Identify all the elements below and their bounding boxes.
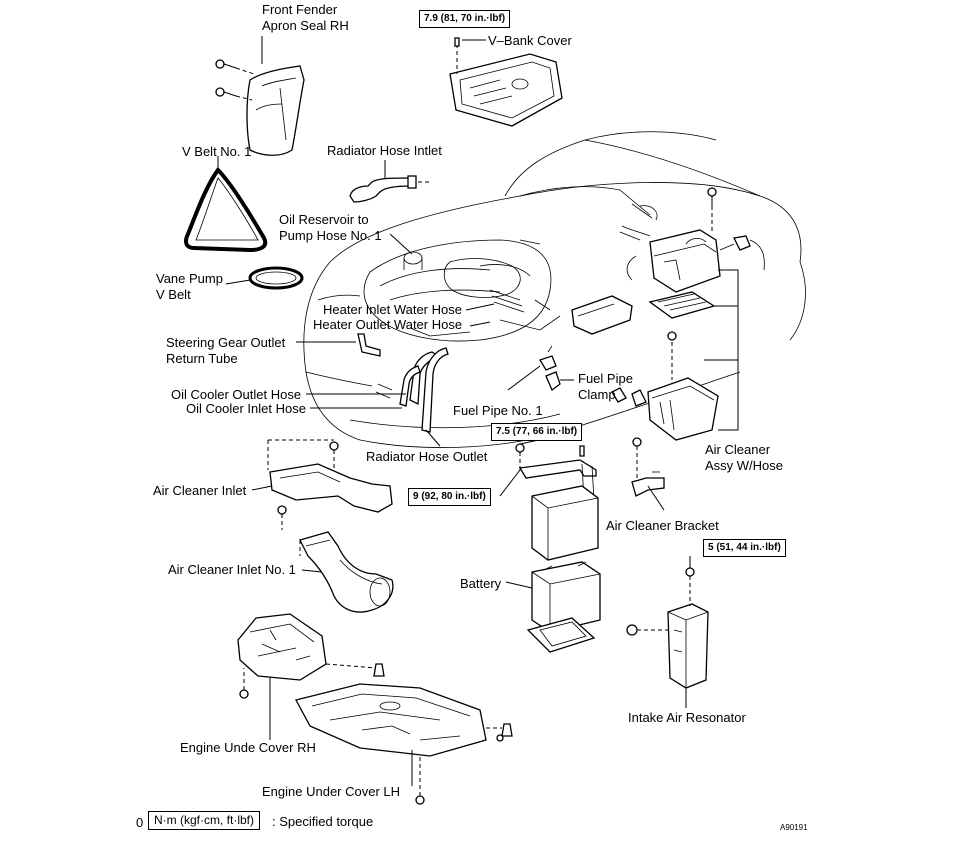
legend-torque-unit: N·m (kgf·cm, ft·lbf) (148, 811, 260, 830)
label-fuel-pipe-clamp: Fuel Pipe Clamp (578, 371, 633, 402)
label-oil-cooler-inlet-hose: Oil Cooler Inlet Hose (186, 401, 306, 416)
label-heater-inlet-water-hose: Heater Inlet Water Hose (323, 302, 462, 317)
vane-pump-v-belt (225, 266, 304, 290)
air-cleaner-inlet-part (251, 439, 393, 530)
engine-bay (363, 239, 561, 342)
air-cleaner-element (648, 291, 716, 319)
engine-under-cover-lh-part (295, 683, 513, 805)
legend-torque-symbol: 0 (136, 815, 144, 830)
label-engine-under-cover-lh: Engine Under Cover LH (262, 784, 401, 799)
label-steering-gear-outlet: Steering Gear Outlet Return Tube (166, 335, 286, 366)
label-air-cleaner-inlet: Air Cleaner Inlet (153, 483, 247, 498)
label-intake-air-resonator: Intake Air Resonator (628, 710, 746, 725)
figure-id: A90191 (780, 823, 808, 832)
label-air-cleaner-assy: Air Cleaner Assy W/Hose (705, 442, 784, 473)
air-cleaner-inlet-no1-part (299, 531, 394, 613)
torque-v-bank-cover: 7.9 (81, 70 in.·lbf) (419, 10, 511, 28)
label-oil-reservoir-hose: Oil Reservoir to Pump Hose No. 1 (279, 212, 382, 243)
torque-resonator: 5 (51, 44 in.·lbf) (703, 539, 786, 557)
label-oil-cooler-outlet-hose: Oil Cooler Outlet Hose (171, 387, 302, 402)
torque-bracket-top: 7.5 (77, 66 in.·lbf) (491, 423, 583, 441)
fuel-pipe-clamp (545, 371, 627, 403)
oil-cooler-hoses (306, 347, 449, 433)
label-heater-outlet-water-hose: Heater Outlet Water Hose (313, 317, 463, 332)
intake-air-resonator-part (626, 567, 709, 708)
engine-under-cover-rh-part (237, 613, 385, 740)
torque-bracket-left: 9 (92, 80 in.·lbf) (408, 488, 491, 506)
radiator-hose-inlet (349, 160, 430, 203)
label-engine-under-cover-rh: Engine Unde Cover RH (180, 740, 316, 755)
label-fuel-pipe-no1: Fuel Pipe No. 1 (453, 403, 543, 418)
battery-part (505, 485, 601, 653)
legend-specified-torque: : Specified torque (272, 814, 374, 829)
heater-hoses (465, 289, 525, 327)
label-front-fender-apron-seal: Front Fender Apron Seal RH (262, 2, 349, 33)
label-air-cleaner-inlet-no1: Air Cleaner Inlet No. 1 (168, 562, 296, 577)
steering-gear-outlet-return-tube (296, 333, 381, 357)
bolt-icon (215, 87, 237, 97)
fuel-pipe (507, 345, 557, 391)
torque-leader (499, 469, 521, 497)
air-cleaner-cap (619, 187, 765, 293)
air-cleaner-case (631, 331, 719, 441)
bolt-icon (215, 59, 237, 69)
front-fender-apron-seal (215, 36, 305, 156)
label-vane-pump-v-belt: Vane Pump V Belt (156, 271, 223, 302)
module-box (571, 295, 633, 335)
v-belt-no1 (184, 156, 268, 253)
label-v-bank-cover: V–Bank Cover (488, 33, 572, 48)
label-battery: Battery (460, 576, 502, 591)
label-air-cleaner-bracket: Air Cleaner Bracket (606, 518, 719, 533)
vehicle-body-outline (303, 131, 806, 448)
radiator-hose-outlet-leader (425, 429, 441, 447)
v-bank-cover (449, 37, 563, 127)
air-cleaner-bracket-leader (704, 269, 739, 431)
label-radiator-hose-inlet: Radiator Hose Intlet (327, 143, 442, 158)
label-radiator-hose-outlet: Radiator Hose Outlet (366, 449, 488, 464)
label-v-belt-no1: V Belt No. 1 (182, 144, 252, 159)
oil-reservoir-leader (389, 233, 413, 255)
